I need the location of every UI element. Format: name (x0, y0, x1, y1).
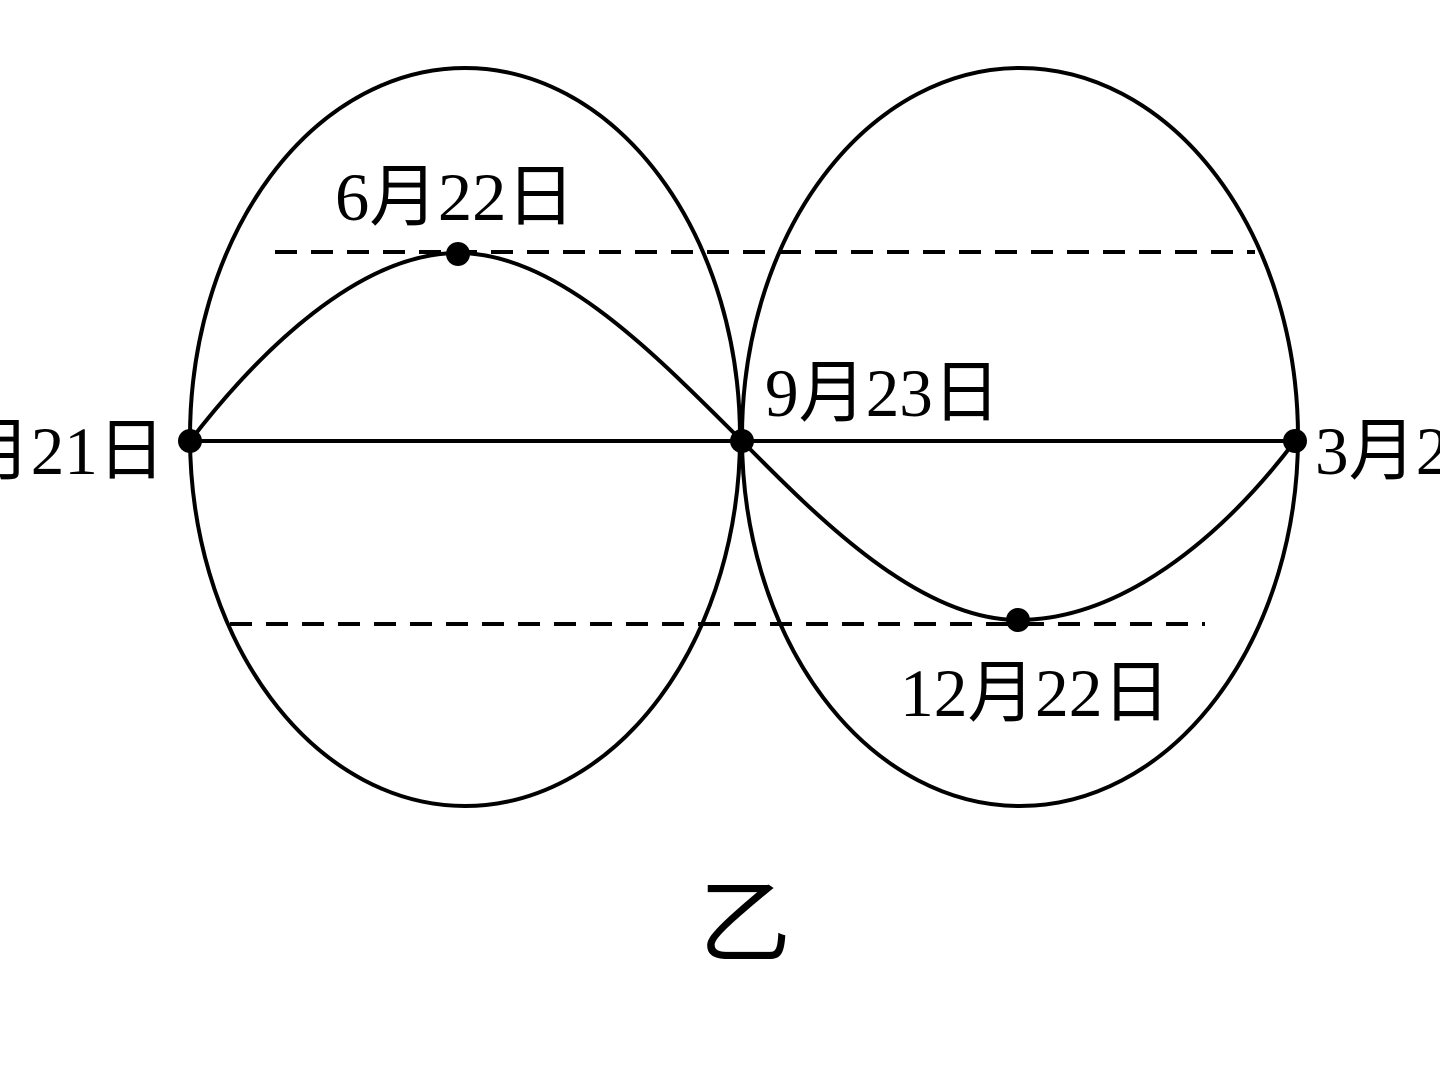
label-spring-equinox-right: 3月21日 (1315, 413, 1440, 489)
point-right-equinox (1283, 429, 1307, 453)
label-winter-solstice: 12月22日 (900, 655, 1170, 731)
point-winter-solstice (1006, 608, 1030, 632)
point-autumn-equinox (730, 429, 754, 453)
point-left-equinox (178, 429, 202, 453)
label-spring-equinox-left: 3月21日 (0, 413, 165, 489)
label-autumn-equinox: 9月23日 (765, 355, 1000, 431)
label-summer-solstice: 6月22日 (335, 159, 575, 235)
figure-caption: 乙 (699, 870, 791, 977)
point-summer-solstice (446, 242, 470, 266)
